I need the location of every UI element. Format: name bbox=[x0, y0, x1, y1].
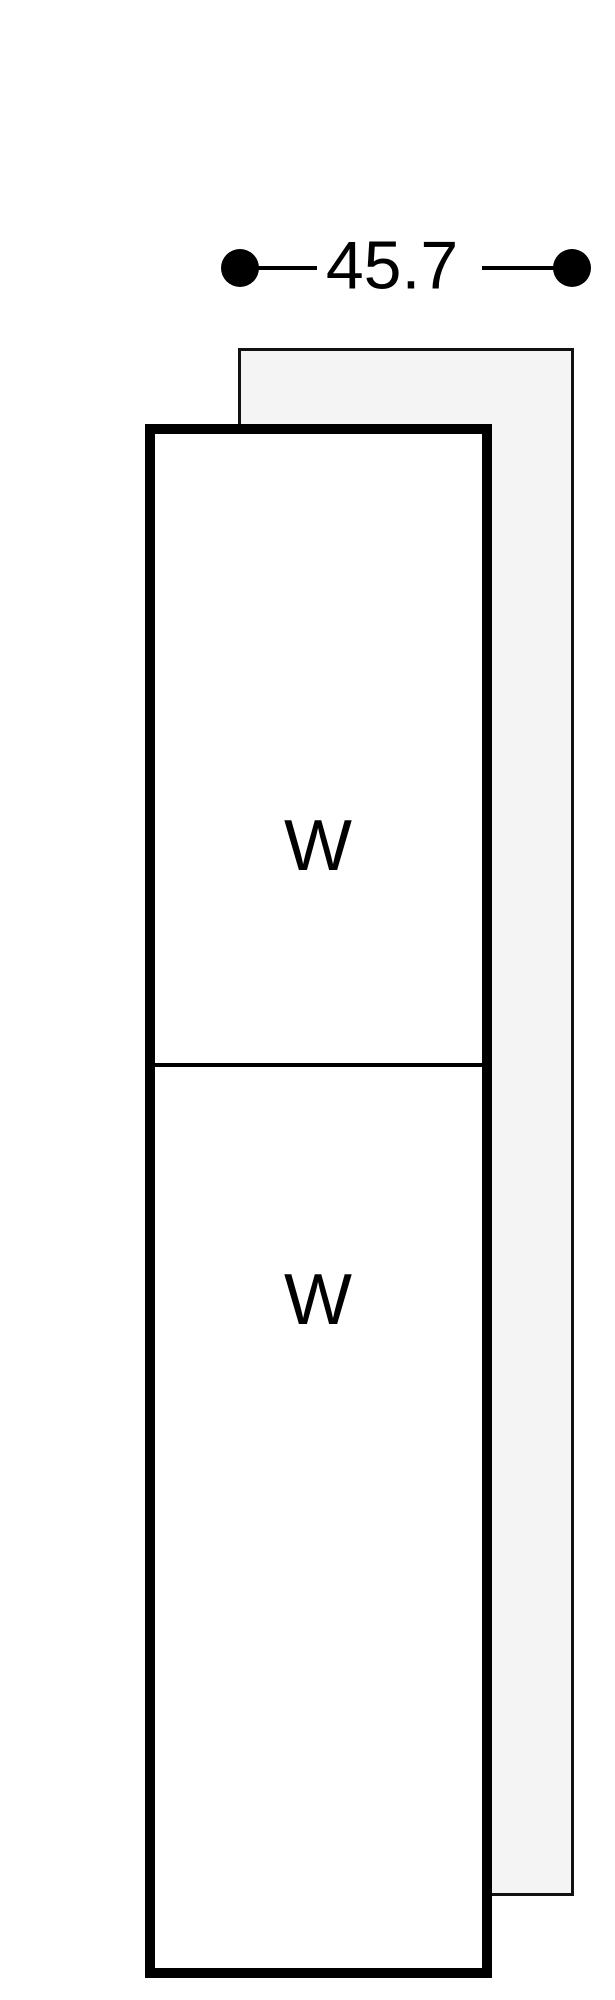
appliance-outline bbox=[145, 424, 492, 1978]
dimension-endpoint-left-dot bbox=[221, 249, 259, 287]
dimension-leader-line-right bbox=[482, 266, 554, 270]
dimension-endpoint-right-dot bbox=[553, 249, 591, 287]
compartment-label-lower: W bbox=[284, 1260, 352, 1340]
dimension-leader-line-left bbox=[258, 266, 317, 270]
compartment-label-upper: W bbox=[284, 806, 352, 886]
dimension-value: 45.7 bbox=[325, 227, 459, 304]
compartment-divider bbox=[145, 1063, 492, 1067]
